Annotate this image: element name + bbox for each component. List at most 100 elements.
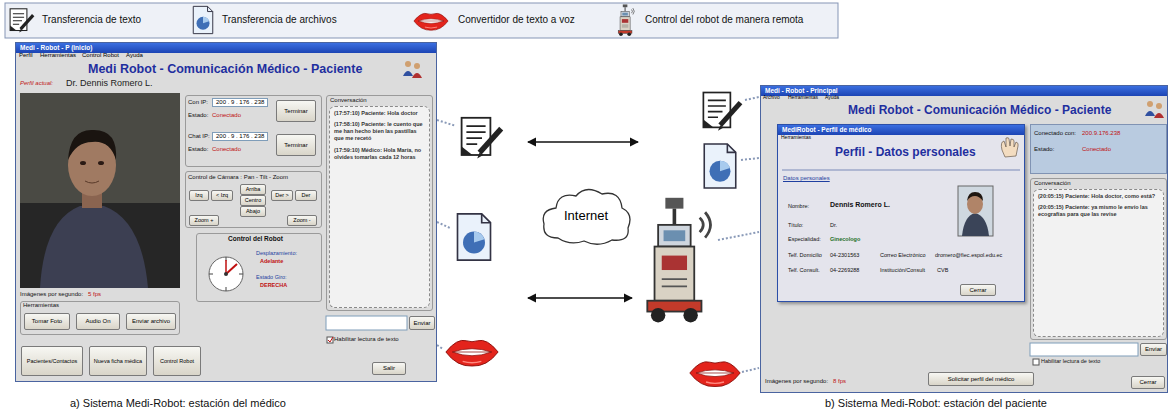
legend-icons-part [10, 9, 33, 33]
data-arrows [528, 142, 638, 298]
header-icon-part [412, 73, 422, 78]
checkbox [327, 337, 333, 343]
field-label: Chat IP: [188, 133, 210, 140]
button-label: Izq [195, 192, 202, 198]
header-icon-part [1156, 103, 1162, 109]
feature-icons-part [458, 214, 491, 260]
button-label: Pacientes/Contactos [27, 358, 77, 364]
legend-text: Convertidor de texto a voz [458, 14, 575, 26]
field-text: Especialidad: [788, 236, 821, 242]
field-text: 04-2269288 [830, 267, 859, 273]
status-value: Conectado [212, 146, 241, 153]
input-field: 200 . 9 . 176 . 238 [212, 98, 268, 107]
data-arrows-part [528, 297, 632, 298]
leader-lines [437, 97, 759, 372]
field-label: Estado: [188, 146, 208, 153]
title-bar-text: Medi - Robot - P (inicio) [16, 43, 436, 53]
leader-lines-part [437, 222, 450, 228]
button: Salir [372, 362, 406, 375]
header-title: Medi Robot - Comunicación Médico - Pacie… [88, 62, 362, 76]
title-bar-text: Medi - Robot - Principal [761, 86, 1167, 96]
status-value: 200.9.176.238 [1082, 130, 1120, 137]
button: Der > [271, 190, 293, 201]
section-title: Datos personales [783, 175, 830, 182]
header-icon-part [1147, 101, 1153, 107]
webcam-video-part [40, 206, 148, 288]
feature-icons-part [647, 198, 710, 323]
robot-control-panel: Control del RobotDesplazamiento:Adelante… [196, 233, 322, 302]
field-text: Nombre: [788, 203, 809, 209]
menu-item: Ayuda [126, 52, 143, 59]
button: Der [295, 190, 317, 201]
header-icon [1145, 101, 1164, 118]
field-text: dromero@fiec.espol.edu.ec [935, 252, 1002, 258]
legend-icons-part [618, 4, 634, 36]
button-label: Zoom + [195, 217, 214, 223]
leader-lines-part [745, 97, 759, 100]
field-label: Estado: [1034, 146, 1054, 153]
chat-box: (20:05:15) Paciente: Hola doctor, como e… [1033, 189, 1164, 337]
button: Izq [189, 190, 209, 201]
header-icon-part [1145, 111, 1155, 116]
patient-station-window: Medi - Robot - PrincipalArchivoHerramien… [760, 85, 1168, 393]
button-label: Salir [383, 365, 395, 372]
connection-panel: Con IP:200 . 9 . 176 . 238Estado:Conecta… [185, 95, 322, 167]
webcam-video-part [80, 161, 86, 165]
leader-lines-part [437, 120, 456, 126]
webcam-video-part [20, 93, 180, 288]
robot-compass-part [225, 260, 227, 274]
chat-message: (17:58:10) Paciente: le cuento que me ha… [334, 121, 425, 142]
legend-icons-part [414, 13, 448, 30]
camera-panel: Control de Cámara : Pan - Tilt - ZoomIzq… [185, 171, 322, 228]
chat-message: (20:05:15) Paciente: ya mismo le envío l… [1038, 204, 1159, 218]
doctor-photo [958, 186, 993, 236]
button-label: Nueva ficha médica [94, 358, 142, 364]
dialog-heading: Perfil - Datos personales [835, 146, 976, 160]
status-value: 8 fps [833, 378, 846, 385]
header-icon-part [403, 71, 413, 76]
button-label: Audio On [85, 318, 110, 325]
doctor-station-window: Medi - Robot - P (inicio)PerfilHerramien… [15, 42, 437, 382]
caption-label: a) Sistema Medi-Robot: estación del médi… [70, 397, 286, 410]
cloud-shape-part [543, 189, 630, 244]
button: Cerrar [960, 284, 996, 296]
field-text: Telf. Consult. [788, 267, 820, 273]
field-label: Estado: [188, 112, 208, 119]
button-label: Tomar Foto [32, 318, 62, 325]
menu-item: Control Robot [82, 52, 119, 59]
status-box: Conectado con:200.9.176.238Estado:Conect… [1030, 124, 1167, 174]
robot-compass-part [209, 257, 243, 291]
title-bar-text: MediRobot - Perfil de médico [778, 125, 1024, 135]
webcam-video-part [20, 93, 180, 203]
button: Solicitar perfil del médico [928, 372, 1034, 386]
robot-compass-part [224, 272, 228, 276]
button-label: Terminar [284, 108, 307, 115]
caption-label: b) Sistema Medi-Robot: estación del paci… [825, 397, 1047, 410]
menu-item: Ayuda [825, 95, 839, 101]
hand-icon [1001, 138, 1018, 157]
menu-item: Herramientas [788, 95, 818, 101]
doctor-photo-part [962, 213, 989, 236]
button: Terminar [276, 100, 316, 122]
status-value: Conectado [1082, 146, 1111, 153]
legend-bar [5, 3, 838, 38]
button: Cerrar [1131, 376, 1165, 389]
button-label: Arriba [246, 186, 261, 192]
button-label: Der [302, 192, 311, 198]
header-icon-part [414, 63, 420, 69]
leader-lines-part [437, 345, 443, 349]
field-label: Imágenes por segundo: [20, 291, 83, 298]
legend-text: Transferencia de archivos [222, 14, 337, 26]
status-value: 5 fps [88, 291, 101, 298]
leader-lines-part [718, 232, 759, 240]
webcam-video-part [68, 130, 116, 160]
cloud-label: Internet [564, 209, 608, 223]
doctor-photo-part [967, 192, 983, 201]
legend-icons [10, 4, 634, 36]
button-label: Solicitar perfil del médico [948, 376, 1015, 383]
button: Enviar [1140, 343, 1167, 356]
separator [782, 170, 1020, 171]
button-label: Zoom - [293, 217, 310, 223]
